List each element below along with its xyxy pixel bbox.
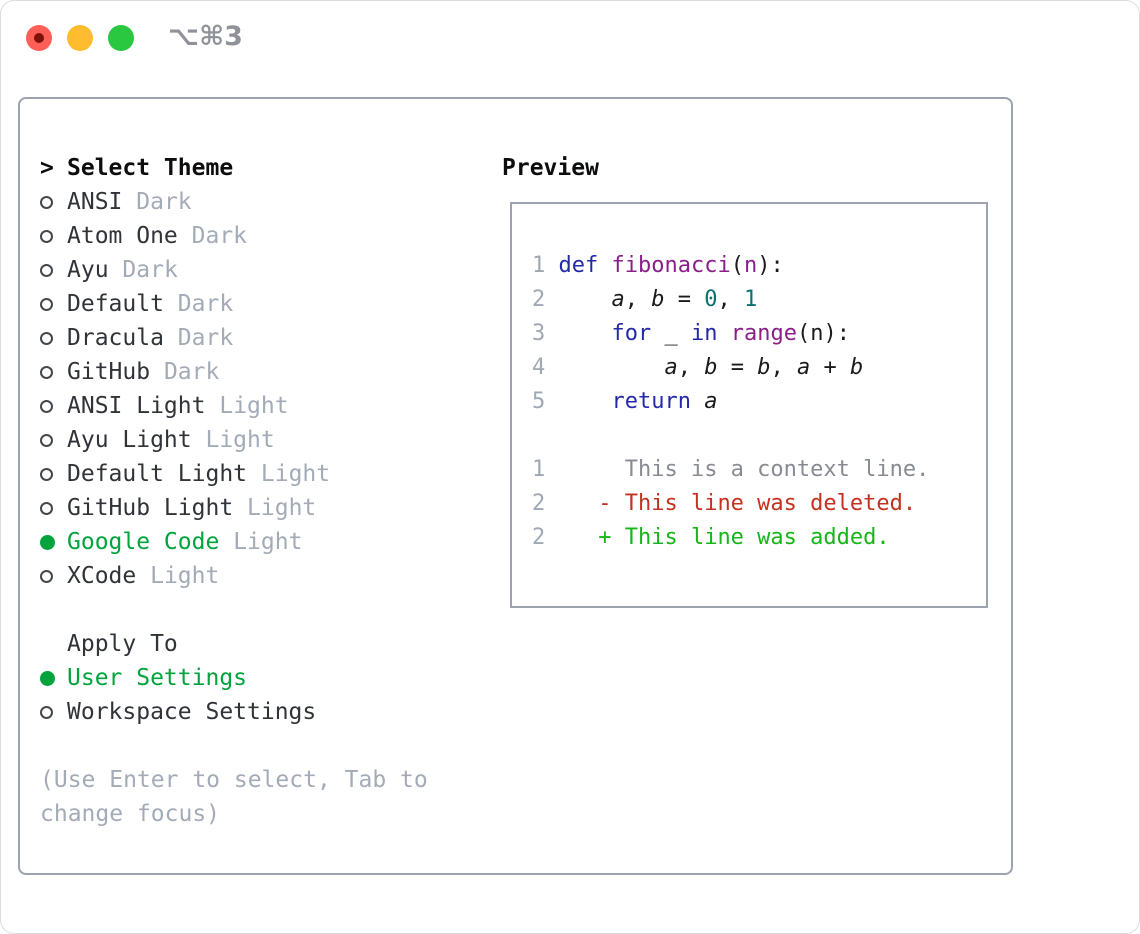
apply-to-header: Apply To — [40, 627, 470, 661]
apply-to-title: Apply To — [67, 631, 178, 657]
theme-option-label: GitHub Dark — [67, 359, 220, 385]
close-dot-icon — [34, 33, 44, 43]
title-bar: ⌥⌘3 — [0, 0, 1140, 70]
theme-variant-label: Dark — [122, 257, 178, 283]
zoom-button[interactable] — [108, 25, 134, 51]
theme-option-label: Ayu Dark — [67, 257, 178, 283]
theme-option-label: Dracula Dark — [67, 325, 234, 351]
line-number: 1 — [532, 253, 559, 278]
theme-variant-label: Light — [260, 461, 331, 487]
window-shortcut-label: ⌥⌘3 — [168, 21, 243, 52]
theme-variant-label: Light — [247, 495, 317, 521]
theme-option-label: ANSI Dark — [67, 189, 192, 215]
radio-icon — [40, 501, 67, 515]
theme-option-label: Ayu Light Light — [67, 427, 275, 453]
line-number: 5 — [532, 389, 559, 414]
theme-option-ansi-light-light[interactable]: ANSI Light Light — [40, 389, 470, 423]
radio-icon — [40, 569, 67, 583]
theme-option-github-dark[interactable]: GitHub Dark — [40, 355, 470, 389]
code-line: 2 a, b = 0, 1 — [532, 287, 758, 312]
theme-variant-label: Dark — [177, 325, 234, 351]
line-number: 2 — [532, 491, 599, 516]
radio-icon — [40, 399, 67, 413]
line-number: 3 — [532, 321, 559, 346]
theme-option-label: ANSI Light Light — [67, 393, 289, 419]
theme-option-label: GitHub Light Light — [67, 495, 317, 521]
theme-variant-label: Light — [205, 427, 275, 453]
radio-selected-icon — [40, 534, 67, 550]
traffic-lights — [26, 25, 134, 51]
help-text: (Use Enter to select, Tab to change focu… — [40, 767, 428, 827]
radio-icon — [40, 705, 67, 719]
code-preview: 1 def fibonacci(n): 2 a, b = 0, 1 3 for _ … — [512, 204, 986, 559]
radio-icon — [40, 297, 67, 311]
theme-option-google-code-light[interactable]: Google Code Light — [40, 525, 470, 559]
preview-title: Preview — [502, 155, 599, 181]
diff-line-added: 2 + This line was added. — [532, 525, 890, 550]
close-button[interactable] — [26, 25, 52, 51]
theme-variant-label: Dark — [163, 359, 220, 385]
apply-option-label: Workspace Settings — [67, 699, 317, 725]
theme-variant-label: Dark — [191, 223, 248, 249]
select-theme-title: Select Theme — [67, 155, 234, 181]
theme-option-ansi-dark[interactable]: ANSI Dark — [40, 185, 470, 219]
theme-option-default-dark[interactable]: Default Dark — [40, 287, 470, 321]
blank-line — [532, 423, 986, 457]
apply-option-label: User Settings — [67, 665, 248, 691]
theme-option-github-light-light[interactable]: GitHub Light Light — [40, 491, 470, 525]
theme-variant-label: Dark — [136, 189, 192, 215]
theme-option-default-light-light[interactable]: Default Light Light — [40, 457, 470, 491]
radio-icon — [40, 467, 67, 481]
line-number: 1 — [532, 457, 599, 482]
theme-variant-label: Light — [150, 563, 220, 589]
theme-option-label: Default Dark — [67, 291, 234, 317]
code-line: 1 def fibonacci(n): — [532, 253, 784, 278]
cursor-prefix-icon: > — [40, 155, 54, 181]
radio-selected-icon — [40, 670, 67, 686]
theme-variant-label: Light — [219, 393, 289, 419]
select-theme-header: > Select Theme — [40, 151, 470, 185]
theme-option-label: Atom One Dark — [67, 223, 248, 249]
theme-option-label: XCode Light — [67, 563, 220, 589]
radio-icon — [40, 331, 67, 345]
radio-icon — [40, 263, 67, 277]
theme-option-dracula-dark[interactable]: Dracula Dark — [40, 321, 470, 355]
section-spacer — [40, 593, 470, 627]
theme-option-atom-one-dark[interactable]: Atom One Dark — [40, 219, 470, 253]
preview-box: 1 def fibonacci(n): 2 a, b = 0, 1 3 for _ … — [510, 202, 988, 608]
radio-icon — [40, 433, 67, 447]
line-number: 2 — [532, 525, 599, 550]
theme-variant-label: Dark — [177, 291, 234, 317]
code-line: 5 return a — [532, 389, 718, 414]
diff-line-context: 1 This is a context line. — [532, 457, 930, 482]
line-number: 2 — [532, 287, 559, 312]
theme-option-ayu-dark[interactable]: Ayu Dark — [40, 253, 470, 287]
theme-option-ayu-light-light[interactable]: Ayu Light Light — [40, 423, 470, 457]
radio-icon — [40, 195, 67, 209]
radio-icon — [40, 365, 67, 379]
code-line: 4 a, b = b, a + b — [532, 355, 864, 380]
section-spacer — [40, 729, 470, 763]
theme-variant-label: Light — [233, 529, 303, 555]
apply-option-workspace-settings[interactable]: Workspace Settings — [40, 695, 470, 729]
code-line: 3 for _ in range(n): — [532, 321, 850, 346]
minimize-button[interactable] — [67, 25, 93, 51]
apply-option-user-settings[interactable]: User Settings — [40, 661, 470, 695]
theme-option-label: Default Light Light — [67, 461, 331, 487]
diff-line-deleted: 2 - This line was deleted. — [532, 491, 917, 516]
radio-icon — [40, 229, 67, 243]
theme-option-label: Google Code Light — [67, 529, 303, 555]
theme-option-xcode-light[interactable]: XCode Light — [40, 559, 470, 593]
line-number: 4 — [532, 355, 559, 380]
